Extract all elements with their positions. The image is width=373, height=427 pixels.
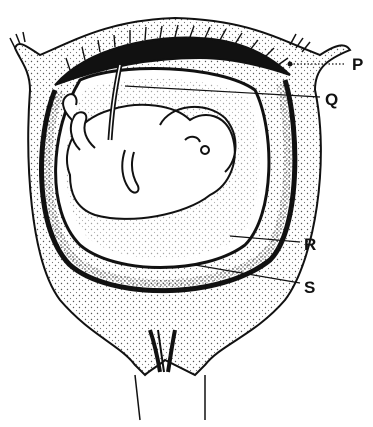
label-s: S <box>304 278 315 297</box>
leader-p-dot <box>288 62 293 67</box>
label-r: R <box>304 235 316 254</box>
label-p: P <box>352 55 363 74</box>
label-q: Q <box>325 90 338 109</box>
vagina-left-line <box>135 375 140 420</box>
